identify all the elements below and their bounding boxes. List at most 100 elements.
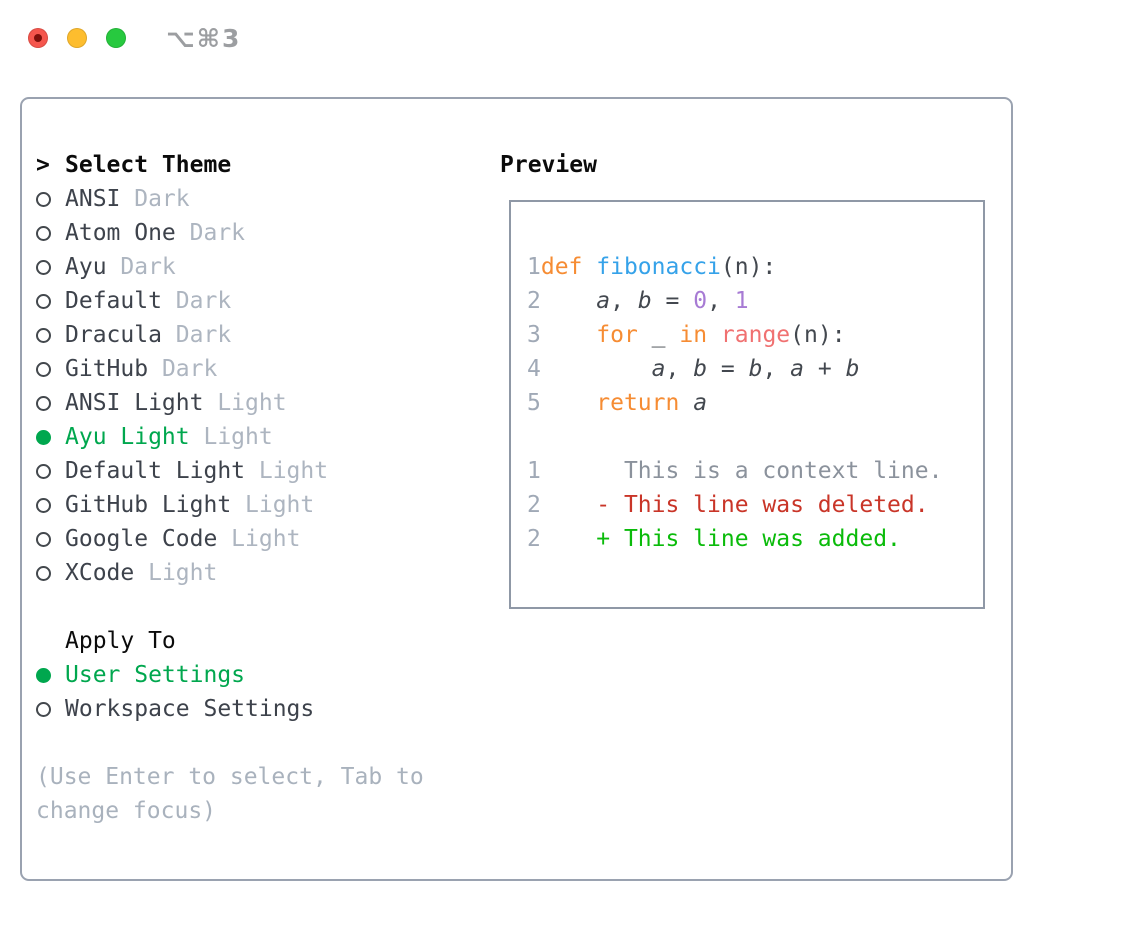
- apply-option[interactable]: User Settings: [36, 658, 476, 692]
- option-label: Atom One: [65, 220, 176, 246]
- code-segment: b: [693, 356, 708, 382]
- zoom-button[interactable]: [106, 28, 126, 48]
- code-segment: in: [679, 322, 708, 348]
- titlebar: ⌥⌘3: [0, 0, 1140, 76]
- code-segment: a: [790, 356, 805, 382]
- theme-option[interactable]: ANSI Dark: [36, 182, 476, 216]
- code-segment: return: [596, 390, 680, 416]
- radio-icon: [36, 463, 51, 479]
- option-variant-label: Dark: [161, 288, 232, 314]
- theme-option[interactable]: ANSI Light Light: [36, 386, 476, 420]
- preview-line: 1 This is a context line.: [527, 454, 942, 488]
- preview-line: 4 a, b = b, a + b: [527, 352, 942, 386]
- option-label: Ayu: [65, 254, 107, 280]
- apply-option[interactable]: Workspace Settings: [36, 692, 476, 726]
- theme-option[interactable]: Ayu Light Light: [36, 420, 476, 454]
- theme-option[interactable]: Dracula Dark: [36, 318, 476, 352]
- theme-option[interactable]: Google Code Light: [36, 522, 476, 556]
- radio-icon: [36, 395, 51, 411]
- theme-option[interactable]: Default Dark: [36, 284, 476, 318]
- radio-selected-icon: [36, 667, 51, 683]
- bullet-cell: [36, 429, 65, 445]
- theme-option[interactable]: GitHub Dark: [36, 352, 476, 386]
- code-segment: [541, 390, 596, 416]
- code-segment: - This line was deleted.: [540, 492, 929, 518]
- bullet-cell: [36, 531, 65, 547]
- option-variant-label: Dark: [175, 220, 246, 246]
- close-button[interactable]: [28, 28, 48, 48]
- code-segment: (n):: [790, 322, 846, 348]
- code-segment: range: [720, 322, 791, 348]
- option-label: Dracula: [65, 322, 162, 348]
- traffic-lights: [28, 28, 126, 48]
- preview-line: 2 a, b = 0, 1: [527, 284, 942, 318]
- code-segment: b: [637, 288, 652, 314]
- theme-option[interactable]: Atom One Dark: [36, 216, 476, 250]
- bullet-cell: [36, 565, 65, 581]
- code-segment: ,: [665, 356, 694, 382]
- code-segment: This is a context line.: [540, 458, 943, 484]
- code-segment: fibonacci: [596, 254, 721, 280]
- option-variant-label: Light: [134, 560, 218, 586]
- code-segment: ,: [610, 288, 638, 314]
- code-segment: b: [748, 356, 763, 382]
- option-variant-label: Dark: [161, 322, 232, 348]
- radio-selected-icon: [36, 429, 51, 445]
- code-segment: a: [693, 390, 708, 416]
- line-number: 4: [527, 356, 541, 382]
- spacer: [36, 590, 476, 624]
- bullet-cell: [36, 701, 65, 717]
- code-segment: def: [540, 254, 583, 280]
- code-segment: +: [804, 356, 846, 382]
- radio-icon: [36, 225, 51, 241]
- code-segment: =: [707, 356, 749, 382]
- bullet-cell: [36, 225, 65, 241]
- code-segment: 0: [693, 288, 708, 314]
- code-segment: [541, 322, 596, 348]
- minimize-button[interactable]: [67, 28, 87, 48]
- radio-icon: [36, 531, 51, 547]
- radio-icon: [36, 191, 51, 207]
- bullet-cell: [36, 463, 65, 479]
- bullet-cell: [36, 259, 65, 275]
- bullet-cell: [36, 361, 65, 377]
- preview-line: [527, 420, 942, 454]
- apply-to-header-row: Apply To: [36, 624, 476, 658]
- radio-icon: [36, 327, 51, 343]
- radio-icon: [36, 361, 51, 377]
- line-number: 3: [527, 322, 541, 348]
- theme-list-header: >Select Theme: [36, 148, 476, 182]
- radio-icon: [36, 701, 51, 717]
- radio-icon: [36, 497, 51, 513]
- preview-line: 1 def fibonacci(n):: [527, 250, 942, 284]
- focus-caret-icon: >: [36, 152, 50, 178]
- option-label: GitHub Light: [65, 492, 232, 518]
- option-variant-label: Light: [217, 526, 301, 552]
- preview-title: Preview: [500, 152, 597, 178]
- theme-option[interactable]: XCode Light: [36, 556, 476, 590]
- preview-line: 2 - This line was deleted.: [527, 488, 942, 522]
- option-label: User Settings: [65, 662, 246, 688]
- bullet-cell: [36, 497, 65, 513]
- radio-icon: [36, 293, 51, 309]
- theme-option[interactable]: GitHub Light Light: [36, 488, 476, 522]
- theme-option[interactable]: Ayu Dark: [36, 250, 476, 284]
- code-segment: + This line was added.: [540, 526, 901, 552]
- option-label: Workspace Settings: [65, 696, 315, 722]
- line-number: 2: [527, 492, 541, 518]
- radio-icon: [36, 259, 51, 275]
- option-variant-label: Light: [231, 492, 315, 518]
- option-label: ANSI: [65, 186, 121, 212]
- code-segment: [541, 356, 652, 382]
- code-segment: [679, 390, 693, 416]
- preview-line: 5 return a: [527, 386, 942, 420]
- preview-line: 2 + This line was added.: [527, 522, 942, 556]
- theme-option[interactable]: Default Light Light: [36, 454, 476, 488]
- option-label: Default: [65, 288, 162, 314]
